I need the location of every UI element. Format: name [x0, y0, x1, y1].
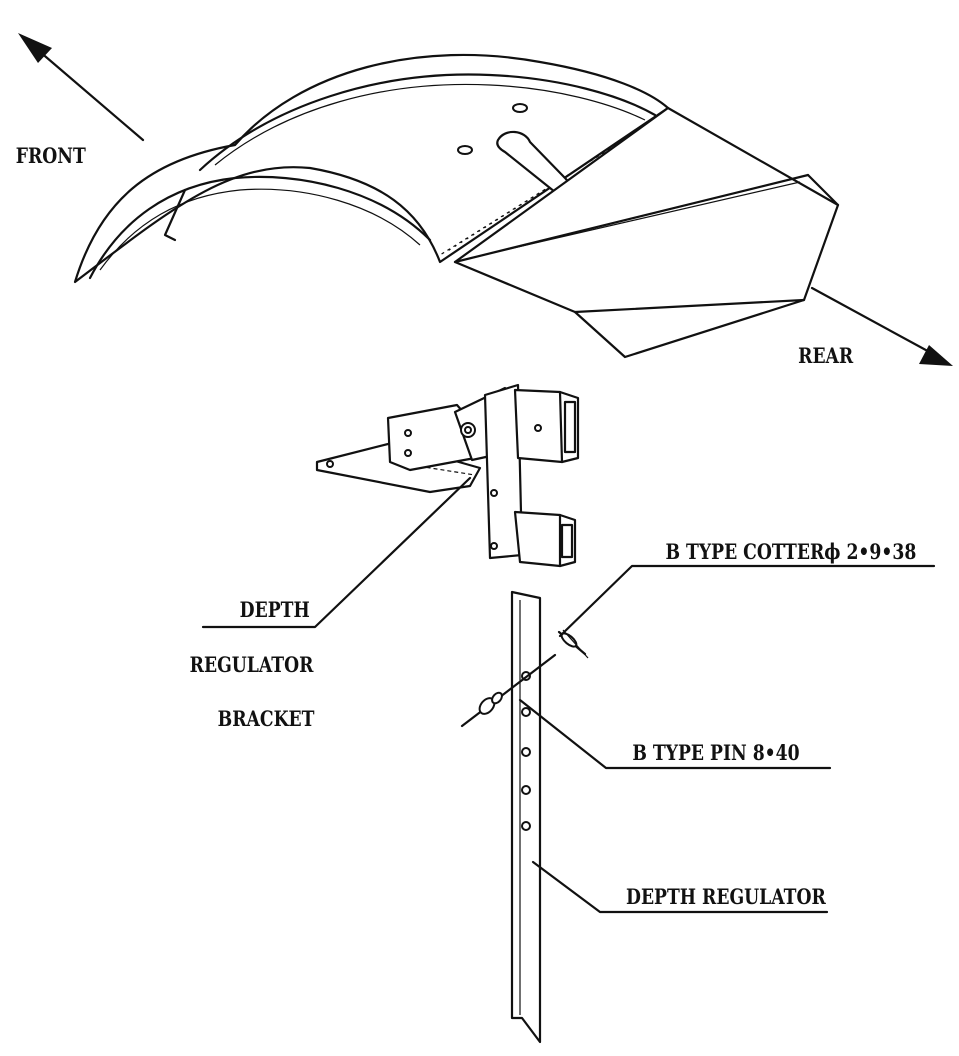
rear-label: REAR: [798, 343, 854, 368]
leader-lines: [201, 476, 936, 914]
rear-arrow-icon: [810, 286, 953, 366]
hood-cover: [73, 53, 670, 284]
rear-flap: [453, 106, 840, 359]
bracket-label-line2: REGULATOR: [190, 652, 315, 677]
depth-regulator-bracket: [315, 383, 580, 568]
depth-regulator-label: DEPTH REGULATOR: [626, 884, 827, 909]
front-label: FRONT: [16, 143, 87, 168]
bracket-label-line1: DEPTH: [240, 597, 310, 622]
depth-regulator-bar: [510, 590, 542, 1044]
front-arrow-icon: [18, 33, 145, 142]
b-type-pin: [460, 653, 557, 728]
cotter-label: B TYPE COTTERϕ 2•9•38: [666, 539, 917, 564]
pin-label: B TYPE PIN 8•40: [632, 740, 799, 765]
bracket-label-line3: BRACKET: [218, 706, 315, 731]
cotter-pin: [557, 629, 589, 659]
